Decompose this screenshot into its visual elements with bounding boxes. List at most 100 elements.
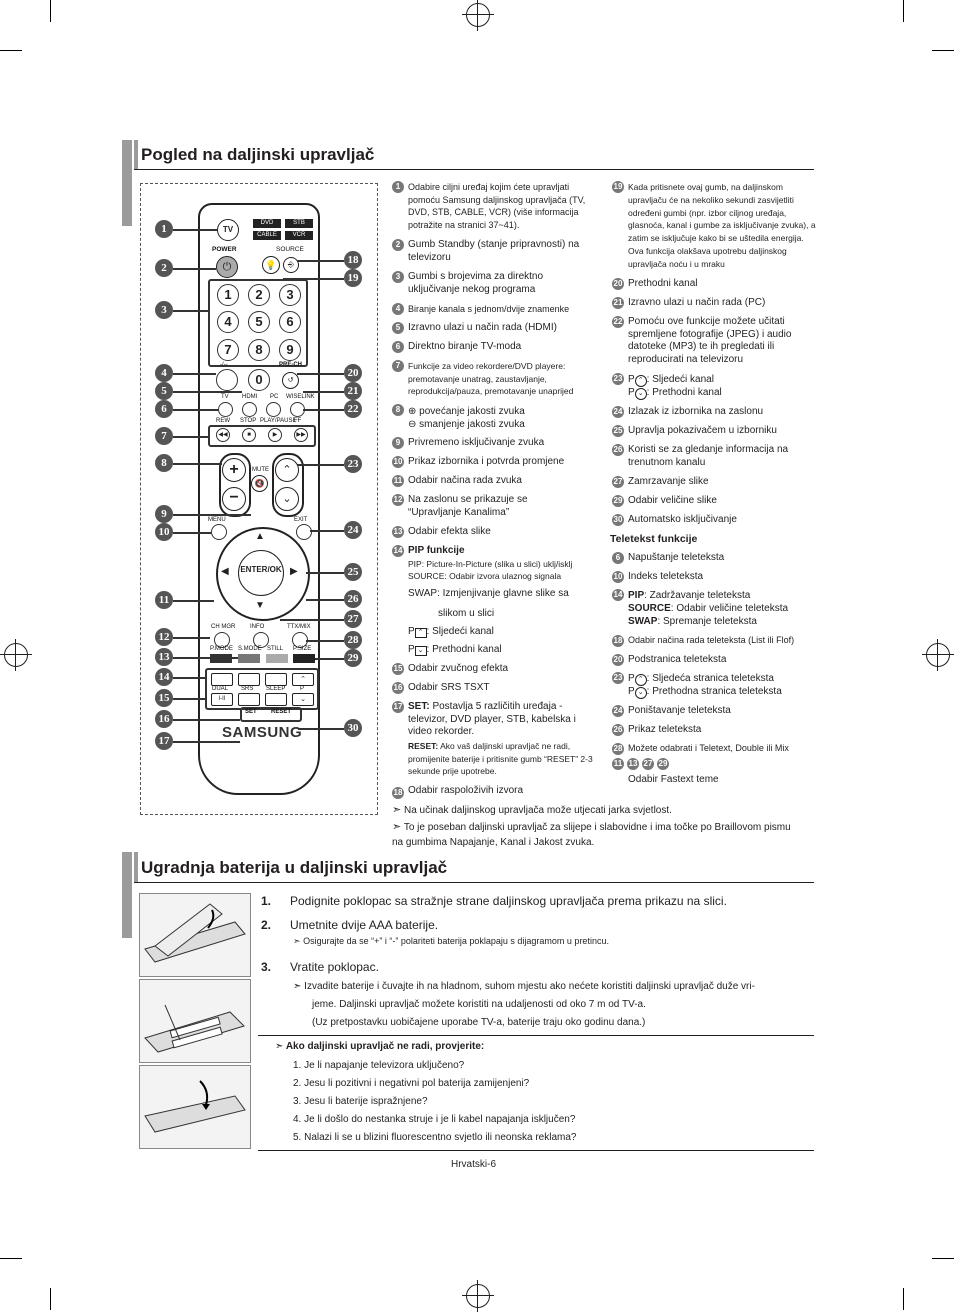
dash-label: -/-- <box>220 362 228 368</box>
source-label: SOURCE <box>276 246 304 253</box>
source-pip-button[interactable] <box>238 673 260 686</box>
digit-4-button[interactable]: 4 <box>217 311 239 333</box>
cable-device-button[interactable]: CABLE <box>253 231 281 240</box>
menu-button[interactable] <box>211 524 227 540</box>
vcr-device-button[interactable]: VCR <box>285 231 313 240</box>
badge-1: 1 <box>392 181 404 193</box>
light-bulb-icon[interactable]: 💡 <box>262 256 280 274</box>
reset-button[interactable]: RESET <box>271 709 292 715</box>
leader-line <box>297 373 344 375</box>
set-button[interactable]: SET <box>245 709 257 715</box>
digit-9-button[interactable]: 9 <box>279 339 301 361</box>
mute-icon[interactable]: 🔇 <box>251 475 268 492</box>
dash-button[interactable] <box>216 369 238 391</box>
badge-21: 21 <box>612 297 624 309</box>
step-3-number: 3. <box>261 960 272 974</box>
digit-7-button[interactable]: 7 <box>217 339 239 361</box>
arrow-down-icon[interactable]: ▼ <box>255 600 265 611</box>
registration-mark-icon <box>922 639 954 671</box>
section-bar <box>122 852 132 938</box>
hdmi-label: HDMI <box>242 394 258 400</box>
digit-6-button[interactable]: 6 <box>279 311 301 333</box>
arrow-right-icon[interactable]: ▶ <box>290 566 298 577</box>
srs-button[interactable] <box>238 693 260 706</box>
stop-icon[interactable]: ■ <box>242 428 256 442</box>
chmgr-label: CH MGR <box>211 624 236 630</box>
check-item: 3. Jesu li baterije ispražnjene? <box>293 1096 428 1107</box>
volume-up-icon[interactable]: + <box>222 458 246 482</box>
fast-forward-icon[interactable]: ▶▶ <box>294 428 308 442</box>
pip-channel-up-icon[interactable]: ⌃ <box>292 673 314 686</box>
pip-channel-down-icon[interactable]: ⌄ <box>292 693 314 706</box>
source-desc: SOURCE: Odabir izvora ulaznog signala <box>408 571 562 581</box>
down-box-icon: ⌄ <box>414 646 427 656</box>
prech-button[interactable]: ↺ <box>282 372 299 389</box>
crop-mark <box>50 0 51 22</box>
tt-source: SOURCE: Odabir veličine teleteksta <box>628 603 788 616</box>
pip-button[interactable] <box>211 673 233 686</box>
tv-device-button[interactable]: TV <box>217 219 239 241</box>
volume-down-icon[interactable]: − <box>222 487 246 511</box>
smode-label: S.MODE <box>238 646 262 652</box>
check-item: 1. Je li napajanje televizora uključeno? <box>293 1060 465 1071</box>
pip-desc: PIP: Picture-In-Picture (slika u slici) … <box>408 559 573 569</box>
badge-16: 16 <box>392 682 404 694</box>
crop-mark <box>932 1258 954 1259</box>
callout-15: 15 <box>155 689 173 707</box>
exit-button[interactable] <box>296 524 312 540</box>
dvd-device-button[interactable]: DVD <box>253 219 281 228</box>
tt-page-down: P⌄: Prethodna stranica teleteksta <box>628 686 782 699</box>
step-2-note: ➣ Osigurajte da se “+” i “-” polariteti … <box>293 936 609 947</box>
set-text: Postavlja 5 različitih uređaja - televiz… <box>408 701 576 737</box>
badge-23: 23 <box>612 373 624 385</box>
play-pause-icon[interactable]: ▶ <box>268 428 282 442</box>
stb-device-button[interactable]: STB <box>285 219 313 228</box>
wiselink-label: WISELINK <box>286 394 315 400</box>
ttxmix-label: TTX/MIX <box>287 624 311 630</box>
tt-desc-10: Indeks teleteksta <box>628 571 704 582</box>
arrow-up-icon[interactable]: ▲ <box>255 531 265 542</box>
callout-8: 8 <box>155 454 173 472</box>
digit-1-button[interactable]: 1 <box>217 284 239 306</box>
digit-0-button[interactable]: 0 <box>248 369 270 391</box>
info-button[interactable] <box>253 632 269 648</box>
power-icon[interactable]: ⏻ <box>216 256 238 278</box>
source-button[interactable]: ⎆ <box>283 257 299 273</box>
up-box-icon: ⌃ <box>414 628 427 638</box>
leader-line <box>173 229 217 231</box>
arrow-left-icon[interactable]: ◀ <box>221 566 229 577</box>
sleep-button[interactable] <box>265 693 287 706</box>
dual-button[interactable]: I-II <box>211 693 233 706</box>
pc-button[interactable] <box>266 402 281 417</box>
digit-8-button[interactable]: 8 <box>248 339 270 361</box>
mute-label: MUTE <box>252 467 269 473</box>
tt-badge-26: 26 <box>612 724 624 736</box>
tt-badge-14: 14 <box>612 589 624 601</box>
tv-mode-button[interactable] <box>218 402 233 417</box>
rewind-icon[interactable]: ◀◀ <box>216 428 230 442</box>
digit-2-button[interactable]: 2 <box>248 284 270 306</box>
green-key-button[interactable] <box>238 654 260 663</box>
hdmi-button[interactable] <box>242 402 257 417</box>
badge-18: 18 <box>392 787 404 799</box>
battery-close-image <box>139 1065 251 1149</box>
callout-14: 14 <box>155 668 173 686</box>
chmgr-button[interactable] <box>214 632 230 648</box>
volume-down-desc: ⊖ smanjenje jakosti zvuka <box>408 419 525 432</box>
badge-3: 3 <box>392 271 404 283</box>
channel-up-icon[interactable]: ⌃ <box>275 458 299 482</box>
enter-ok-button[interactable]: ENTER/OK <box>238 550 284 596</box>
step-3-text: Vratite poklopac. <box>290 960 379 974</box>
note-1-text: Na učinak daljinskog upravljača može utj… <box>404 805 672 816</box>
leader-line <box>280 619 344 621</box>
swap-button[interactable] <box>265 673 287 686</box>
section-bar <box>134 852 138 882</box>
channel-down-icon[interactable]: ⌄ <box>275 487 299 511</box>
blue-key-button[interactable] <box>293 654 315 663</box>
red-key-button[interactable] <box>210 654 232 663</box>
digit-5-button[interactable]: 5 <box>248 311 270 333</box>
desc-7: Funkcije za video rekordere/DVD playere:… <box>408 361 574 396</box>
yellow-key-button[interactable] <box>266 654 288 663</box>
digit-3-button[interactable]: 3 <box>279 284 301 306</box>
desc-10: Prikaz izbornika i potvrda promjene <box>408 456 565 467</box>
